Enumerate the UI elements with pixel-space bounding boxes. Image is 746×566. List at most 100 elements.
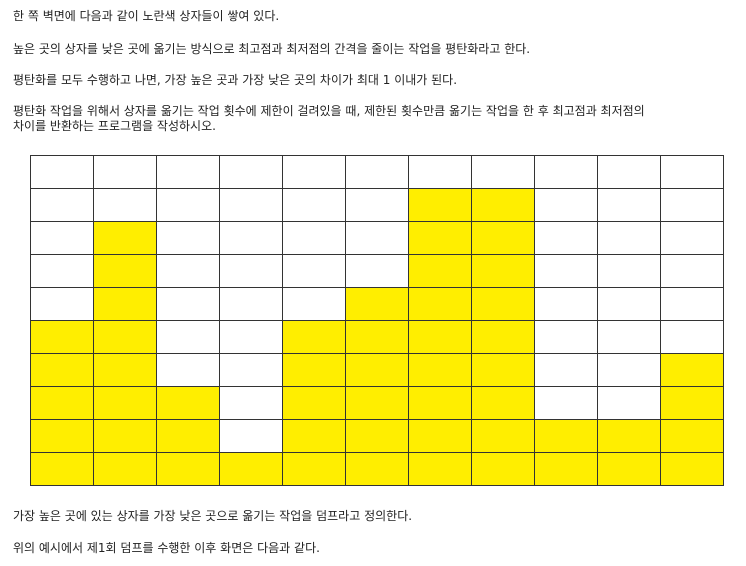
box-cell-empty xyxy=(409,156,472,189)
box-cell-empty xyxy=(31,255,94,288)
box-cell-filled xyxy=(661,420,724,453)
box-cell-filled xyxy=(472,321,535,354)
box-cell-filled xyxy=(472,420,535,453)
box-cell-filled xyxy=(94,222,157,255)
box-cell-filled xyxy=(94,288,157,321)
box-cell-filled xyxy=(31,321,94,354)
box-cell-filled xyxy=(94,354,157,387)
box-cell-filled xyxy=(598,420,661,453)
box-cell-empty xyxy=(31,222,94,255)
box-cell-empty xyxy=(31,288,94,321)
box-cell-filled xyxy=(409,255,472,288)
box-cell-empty xyxy=(535,354,598,387)
box-cell-filled xyxy=(94,420,157,453)
box-cell-empty xyxy=(661,255,724,288)
box-cell-empty xyxy=(535,255,598,288)
task-paragraph-line-2: 차이를 반환하는 프로그램을 작성하시오. xyxy=(13,119,216,133)
box-cell-filled xyxy=(661,453,724,486)
box-cell-empty xyxy=(598,156,661,189)
example-intro-paragraph: 위의 예시에서 제1회 덤프를 수행한 이후 화면은 다음과 같다. xyxy=(13,541,320,555)
box-cell-empty xyxy=(94,156,157,189)
box-cell-empty xyxy=(220,222,283,255)
box-cell-empty xyxy=(346,222,409,255)
box-cell-filled xyxy=(283,420,346,453)
box-cell-filled xyxy=(409,189,472,222)
box-cell-empty xyxy=(31,156,94,189)
box-cell-empty xyxy=(94,189,157,222)
box-cell-filled xyxy=(94,321,157,354)
box-cell-filled xyxy=(409,453,472,486)
box-cell-empty xyxy=(598,387,661,420)
box-cell-filled xyxy=(409,321,472,354)
box-cell-filled xyxy=(598,453,661,486)
box-cell-filled xyxy=(472,354,535,387)
box-cell-empty xyxy=(220,420,283,453)
box-cell-empty xyxy=(283,288,346,321)
box-cell-filled xyxy=(283,387,346,420)
box-cell-empty xyxy=(220,189,283,222)
box-cell-filled xyxy=(472,453,535,486)
box-cell-empty xyxy=(661,222,724,255)
box-cell-filled xyxy=(94,255,157,288)
box-cell-filled xyxy=(31,354,94,387)
box-cell-filled xyxy=(661,387,724,420)
box-cell-filled xyxy=(346,420,409,453)
box-cell-empty xyxy=(157,288,220,321)
box-cell-empty xyxy=(598,354,661,387)
box-cell-empty xyxy=(283,222,346,255)
box-cell-filled xyxy=(346,321,409,354)
box-cell-filled xyxy=(472,288,535,321)
box-cell-filled xyxy=(409,420,472,453)
flattening-definition-paragraph: 높은 곳의 상자를 낮은 곳에 옮기는 방식으로 최고점과 최저점의 간격을 줄… xyxy=(13,42,531,56)
box-cell-empty xyxy=(535,156,598,189)
box-cell-empty xyxy=(157,255,220,288)
box-cell-empty xyxy=(661,156,724,189)
box-cell-empty xyxy=(157,222,220,255)
box-cell-filled xyxy=(409,387,472,420)
intro-paragraph: 한 쪽 벽면에 다음과 같이 노란색 상자들이 쌓여 있다. xyxy=(13,9,280,23)
box-cell-filled xyxy=(472,387,535,420)
box-cell-filled xyxy=(31,387,94,420)
box-cell-filled xyxy=(220,453,283,486)
box-cell-empty xyxy=(598,189,661,222)
box-cell-empty xyxy=(661,321,724,354)
box-cell-filled xyxy=(535,453,598,486)
box-cell-empty xyxy=(220,321,283,354)
box-cell-filled xyxy=(535,420,598,453)
box-cell-empty xyxy=(346,255,409,288)
box-cell-filled xyxy=(283,354,346,387)
box-cell-filled xyxy=(283,453,346,486)
box-cell-filled xyxy=(94,453,157,486)
task-paragraph-line-1: 평탄화 작업을 위해서 상자를 옮기는 작업 횟수에 제한이 걸려있을 때, 제… xyxy=(13,104,645,118)
box-cell-filled xyxy=(346,453,409,486)
box-cell-empty xyxy=(31,189,94,222)
box-cell-empty xyxy=(220,255,283,288)
box-cell-empty xyxy=(346,189,409,222)
box-cell-empty xyxy=(535,288,598,321)
box-cell-filled xyxy=(409,222,472,255)
box-cell-empty xyxy=(535,387,598,420)
box-cell-empty xyxy=(598,288,661,321)
box-cell-empty xyxy=(157,189,220,222)
flattening-result-paragraph: 평탄화를 모두 수행하고 나면, 가장 높은 곳과 가장 낮은 곳의 차이가 최… xyxy=(13,73,458,87)
box-cell-empty xyxy=(283,189,346,222)
box-cell-filled xyxy=(409,288,472,321)
box-cell-empty xyxy=(157,354,220,387)
box-cell-empty xyxy=(535,222,598,255)
box-cell-filled xyxy=(157,453,220,486)
box-cell-empty xyxy=(535,321,598,354)
box-cell-empty xyxy=(598,222,661,255)
box-cell-empty xyxy=(220,354,283,387)
box-cell-empty xyxy=(472,156,535,189)
box-cell-empty xyxy=(157,321,220,354)
box-cell-filled xyxy=(346,288,409,321)
box-cell-empty xyxy=(220,156,283,189)
box-cell-filled xyxy=(31,453,94,486)
box-cell-filled xyxy=(409,354,472,387)
box-cell-empty xyxy=(535,189,598,222)
box-cell-empty xyxy=(661,189,724,222)
box-cell-filled xyxy=(94,387,157,420)
box-cell-filled xyxy=(31,420,94,453)
box-cell-empty xyxy=(346,156,409,189)
box-stack-grid xyxy=(30,155,724,486)
